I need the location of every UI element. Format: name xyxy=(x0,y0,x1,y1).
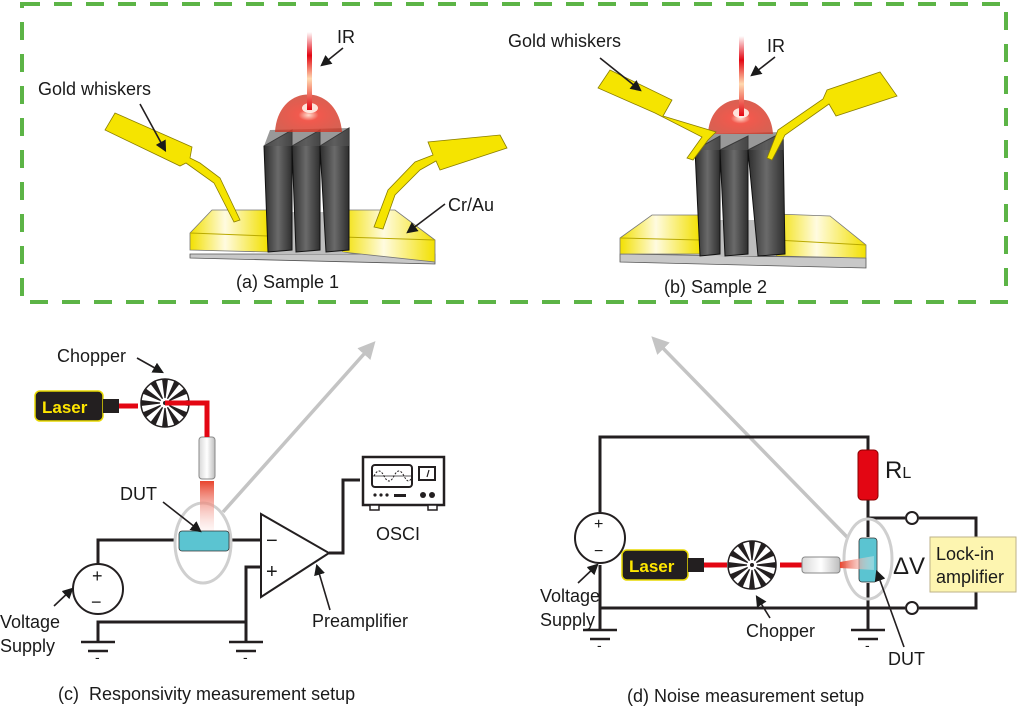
gold-whisker-left xyxy=(597,69,717,161)
label-osci: OSCI xyxy=(376,524,420,544)
caption-a: (a) Sample 1 xyxy=(236,272,339,292)
label-delta-v: ΔV xyxy=(893,553,925,580)
label-voltage-supply-c-2: Supply xyxy=(0,636,55,656)
collimator-lens xyxy=(198,436,216,480)
terminal-bottom xyxy=(905,601,919,615)
beam-spot xyxy=(200,481,214,539)
terminal-top xyxy=(905,511,919,525)
preamp-plus-input: + xyxy=(266,561,278,583)
label-preamplifier: Preamplifier xyxy=(312,611,408,631)
lock-in-amplifier xyxy=(929,536,1017,593)
source-plus-sign: + xyxy=(594,516,603,533)
label-chopper-d: Chopper xyxy=(746,621,815,641)
laser-beam xyxy=(165,400,210,437)
laser-label-c: Laser xyxy=(42,398,88,417)
pointer-arrow-c-to-a xyxy=(221,341,376,514)
load-resistor xyxy=(857,449,879,501)
label-voltage-supply-d-1: Voltage xyxy=(540,586,600,606)
ir-beam xyxy=(307,32,312,110)
label-ir-a: IR xyxy=(337,27,355,47)
cr-au-pad-right xyxy=(775,213,867,259)
cr-au-pad-left xyxy=(619,214,701,255)
nanostructure-pillars xyxy=(694,131,786,257)
gold-whisker-right xyxy=(766,71,898,161)
panel-a-sample-1: Gold whiskers IR Cr/Au (a) Sample 1 xyxy=(38,27,508,292)
caption-d: (d) Noise measurement setup xyxy=(627,686,864,706)
label-chopper-c: Chopper xyxy=(57,346,126,366)
pointer-arrow-d-to-b xyxy=(651,336,850,540)
label-voltage-supply-c-1: Voltage xyxy=(0,612,60,632)
label-lock-in-2: amplifier xyxy=(936,567,1004,587)
ground-mark: - xyxy=(597,637,602,653)
top-panels-dashed-frame xyxy=(20,2,1008,304)
panel-c-responsivity-setup: + − - - Voltage Supply − + Preamplifier … xyxy=(0,346,446,704)
label-voltage-supply-d-2: Supply xyxy=(540,610,595,630)
caption-b: (b) Sample 2 xyxy=(664,277,767,297)
source-minus-sign: − xyxy=(594,543,603,560)
label-dut-d: DUT xyxy=(888,649,925,669)
ground-mark: - xyxy=(243,649,248,665)
chopper-wheel xyxy=(727,540,777,590)
substrate xyxy=(189,253,436,265)
gold-whisker-right xyxy=(373,134,508,230)
preamp-minus-input: − xyxy=(266,530,278,552)
gold-whisker-left xyxy=(104,112,241,223)
ir-beam xyxy=(739,36,744,116)
panel-d-noise-setup: RL + − - - Voltage Supply Laser Chopper … xyxy=(540,435,1017,706)
ir-glow xyxy=(275,94,342,132)
source-plus-sign: + xyxy=(92,566,103,586)
ground-mark: - xyxy=(865,637,870,653)
laser-label-d: Laser xyxy=(629,557,675,576)
ground-mark: - xyxy=(95,649,100,665)
substrate xyxy=(619,253,867,269)
source-minus-sign: − xyxy=(91,592,102,612)
label-lock-in-1: Lock-in xyxy=(936,544,994,564)
nanostructure-pillars xyxy=(263,127,350,253)
label-gold-whiskers-b: Gold whiskers xyxy=(508,31,621,51)
collimator-lens xyxy=(801,556,841,574)
panel-b-sample-2: Gold whiskers IR (b) Sample 2 xyxy=(508,31,898,297)
voltage-source xyxy=(574,512,626,564)
beam-spot xyxy=(840,556,874,570)
label-ir-b: IR xyxy=(767,36,785,56)
dut xyxy=(178,530,230,552)
label-dut-c: DUT xyxy=(120,484,157,504)
preamplifier xyxy=(260,512,331,599)
oscilloscope-icon xyxy=(361,455,446,511)
label-load-resistor: RL xyxy=(885,457,911,484)
label-cr-au: Cr/Au xyxy=(448,195,494,215)
cr-au-pad-left xyxy=(189,209,269,253)
dut-highlight-circle xyxy=(842,517,894,601)
caption-c: (c) Responsivity measurement setup xyxy=(58,684,355,704)
label-gold-whiskers-a: Gold whiskers xyxy=(38,79,151,99)
